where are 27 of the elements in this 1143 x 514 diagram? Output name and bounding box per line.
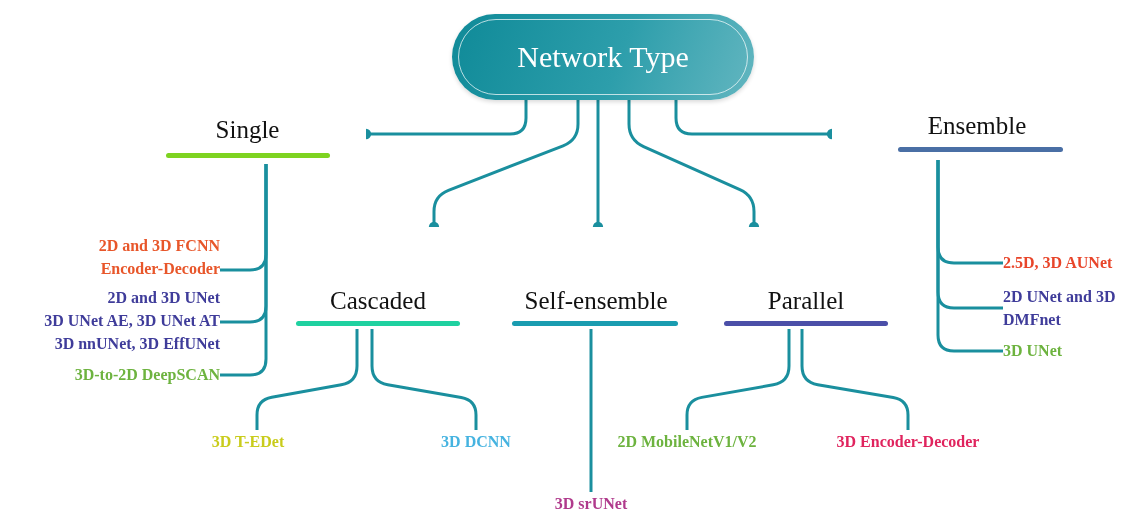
method-label: 2D UNet and 3D DMFnet [1003,287,1117,330]
root-title: Network Type [517,40,689,74]
category-title: Cascaded [329,287,427,315]
category-title: Parallel [766,287,846,315]
root-pill [452,14,754,100]
method-label: 2D and 3D FCNN Encoder-Decoder [97,236,220,279]
connector-line [800,329,910,430]
method-label: 3D DCNN [440,432,512,452]
category-title: Single [214,116,281,144]
method-label: 3D UNet AE, 3D UNet AT [43,311,220,331]
method-label: 3D Encoder-Decoder [835,432,981,452]
connector-line [370,329,478,430]
method-label: 3D-to-2D DeepSCAN [73,365,220,386]
connector-line [220,164,268,377]
method-label: 3D srUNet [553,494,629,514]
connector-line [685,329,791,430]
method-label: 2D and 3D UNet [106,288,220,308]
connector-line [255,329,359,430]
method-label: 3D UNet [1003,341,1064,361]
method-label: 2.5D, 3D AUNet [1003,253,1114,273]
category-title: Ensemble [926,112,1028,140]
connector-line [589,329,593,492]
connector-line [936,160,1003,353]
category-title: Self-ensemble [523,287,669,315]
method-label: 2D MobileNetV1/V2 [617,432,757,452]
method-label: 3D T-EDet [210,432,286,452]
method-label: 3D nnUNet, 3D EffUNet [53,334,220,354]
